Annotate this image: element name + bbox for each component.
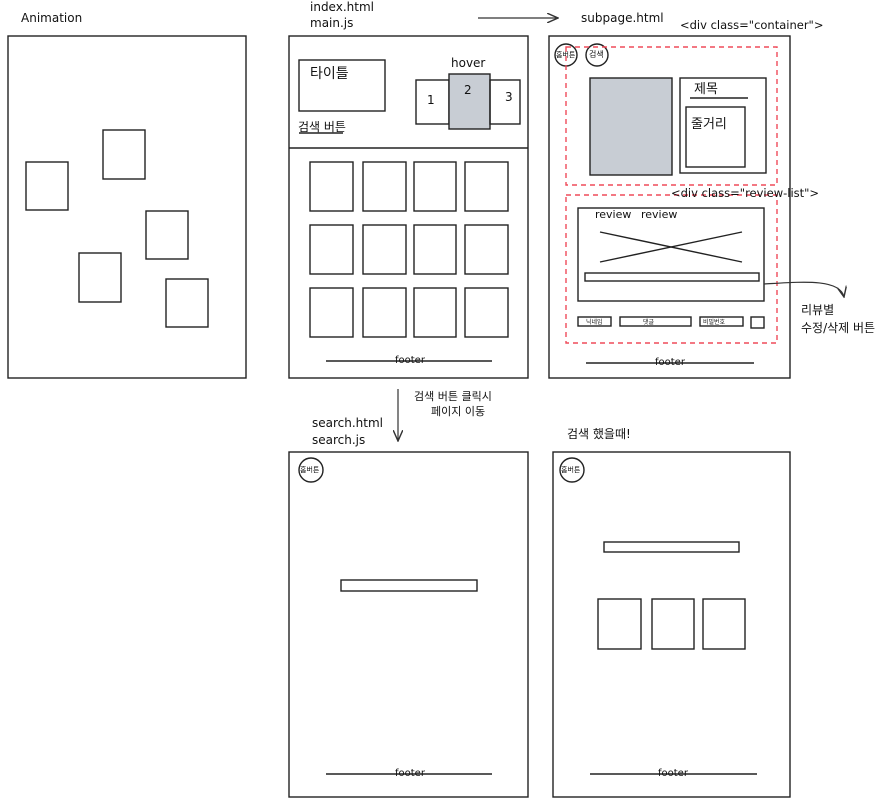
title-box — [298, 59, 386, 112]
search-input-bar — [603, 541, 740, 553]
grid-box — [309, 287, 354, 338]
grid-box — [413, 224, 457, 275]
search-panel — [288, 451, 529, 798]
password-box — [699, 316, 744, 327]
index-file-label: index.html — [310, 0, 374, 14]
tab-2-label: 2 — [464, 83, 472, 97]
grid-box — [413, 287, 457, 338]
poster-box — [589, 77, 673, 176]
home-button-label: 홈버튼 — [561, 465, 581, 474]
main-js-label: main.js — [310, 16, 353, 30]
grid-box — [362, 161, 407, 212]
review-label: review — [641, 208, 677, 221]
review-box — [577, 207, 765, 302]
result-box — [597, 598, 642, 650]
subject-label: 제목 — [694, 82, 718, 97]
comment-box — [619, 316, 692, 327]
subpage-file-label: subpage.html — [581, 11, 664, 25]
animation-label: Animation — [21, 11, 82, 25]
anim-box — [102, 129, 146, 180]
search-js-label: search.js — [312, 433, 365, 447]
review-label: review — [595, 208, 631, 221]
footer-label: footer — [395, 355, 426, 366]
arrow-review-buttons — [763, 281, 844, 297]
search-button-circle — [585, 43, 609, 67]
tab-3-label: 3 — [505, 90, 513, 104]
grid-box — [413, 161, 457, 212]
synopsis-label: 줄거리 — [691, 117, 727, 132]
tab-2 — [448, 73, 491, 130]
search-click-label: 검색 버튼 클릭시 — [414, 390, 492, 403]
per-review-label: 리뷰별 — [801, 303, 834, 317]
result-box — [651, 598, 695, 650]
home-button-circle — [559, 457, 585, 483]
container-div — [565, 46, 778, 186]
nickname-box — [577, 316, 612, 327]
grid-box — [464, 287, 509, 338]
grid-box — [309, 224, 354, 275]
grid-box — [464, 161, 509, 212]
review-cross — [599, 231, 743, 263]
container-div-label: <div class="container"> — [680, 18, 823, 32]
anim-box — [165, 278, 209, 328]
anim-box — [78, 252, 122, 303]
anim-box — [145, 210, 189, 260]
grid-box — [362, 224, 407, 275]
nickname-label: 닉네임 — [586, 318, 603, 326]
search-input-bar — [340, 579, 478, 592]
home-button-circle — [298, 457, 324, 483]
grid-box — [464, 224, 509, 275]
animation-panel — [7, 35, 247, 379]
subpage-panel — [548, 35, 791, 379]
password-label: 비밀번호 — [703, 318, 726, 326]
synopsis-box — [685, 106, 746, 168]
review-list-div — [565, 194, 778, 344]
comment-label: 댓글 — [643, 318, 655, 326]
searched-panel — [552, 451, 791, 798]
review-input — [584, 272, 760, 282]
search-file-label: search.html — [312, 416, 383, 430]
tab-3 — [489, 79, 521, 125]
submit-box — [750, 316, 765, 329]
home-button-label: 홈버튼 — [300, 465, 320, 474]
footer-label: footer — [395, 768, 426, 779]
footer-label: footer — [655, 357, 686, 368]
info-box — [679, 77, 767, 174]
after-search-label: 검색 했을때! — [567, 427, 631, 441]
result-box — [702, 598, 746, 650]
search-small-label: 검색 — [589, 49, 604, 59]
footer-label: footer — [658, 768, 689, 779]
review-list-div-label: <div class="review-list"> — [671, 186, 819, 200]
anim-box — [25, 161, 69, 211]
home-button-label: 홈버튼 — [556, 50, 576, 59]
tab-1-label: 1 — [427, 93, 435, 107]
title-label: 타이틀 — [310, 66, 349, 82]
grid-box — [309, 161, 354, 212]
hover-label: hover — [451, 56, 485, 70]
grid-box — [362, 287, 407, 338]
edit-delete-label: 수정/삭제 버튼 — [801, 321, 875, 335]
page-move-label: 페이지 이동 — [431, 405, 485, 418]
search-button-label: 검색 버튼 — [298, 120, 346, 134]
index-panel — [288, 35, 529, 379]
